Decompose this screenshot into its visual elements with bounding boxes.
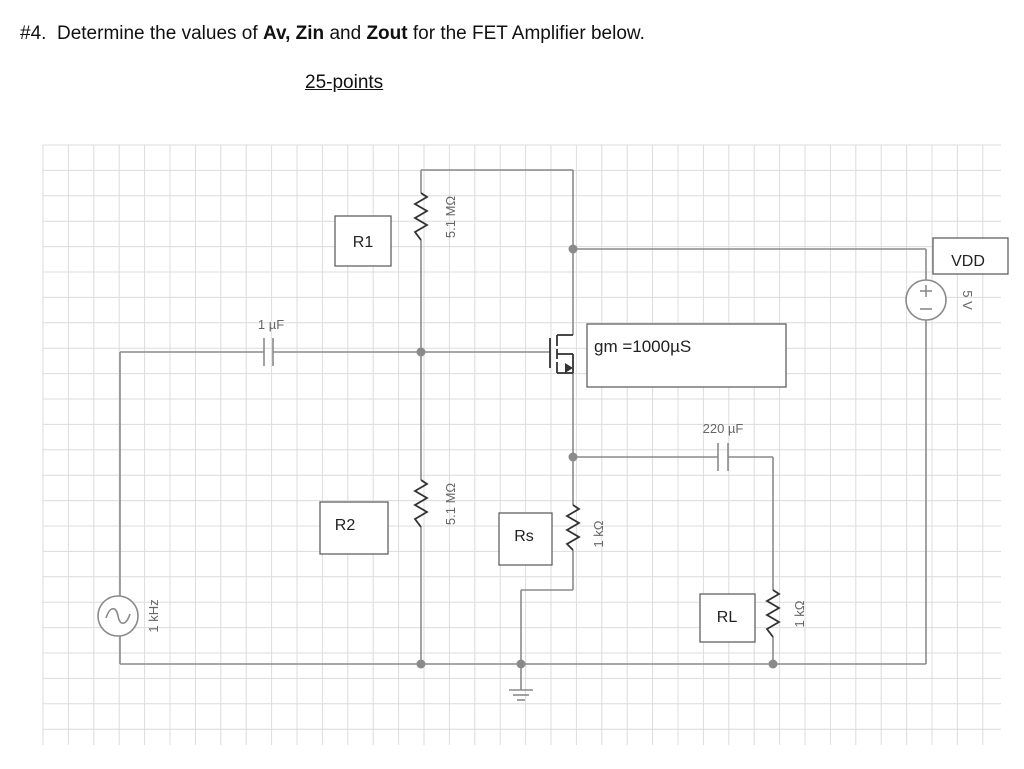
rs-label-box (498, 512, 553, 566)
term-av: Av, (262, 23, 291, 44)
junctions (416, 244, 778, 669)
gm-label: gm =1000µS (594, 337, 691, 356)
r2-resistor-icon (413, 479, 429, 528)
term-zout: Zout (366, 23, 408, 44)
vdd-label: VDD (951, 253, 985, 270)
r1-value: 5.1 MΩ (443, 196, 458, 239)
r2-label: R2 (335, 517, 356, 534)
r2-label-box (319, 501, 389, 555)
question-lead: Determine the values of (56, 23, 258, 44)
junction-gnd-right (768, 659, 778, 669)
input-capacitor-icon (263, 338, 274, 366)
junction-gnd-mid (516, 659, 526, 669)
dc-source-icon (905, 279, 947, 321)
question-number: #4. (20, 23, 47, 44)
rs-label: Rs (514, 528, 534, 545)
schematic-grid (42, 144, 1001, 745)
gm-label-box (586, 323, 787, 388)
question-conj: and (329, 23, 362, 44)
junction-gnd-left (416, 659, 426, 669)
junction-vdd (568, 244, 578, 254)
question-tail: for the FET Amplifier below. (412, 23, 645, 44)
rl-label: RL (717, 609, 738, 626)
input-cap-value: 1 µF (258, 317, 284, 332)
rl-value: 1 kΩ (792, 600, 807, 627)
ac-source-icon (97, 595, 139, 637)
rs-value: 1 kΩ (591, 520, 606, 547)
question-text: #4. Determine the values of Av, Zin and … (20, 23, 645, 45)
junction-gate (416, 347, 426, 357)
points-label: 25-points (305, 72, 384, 93)
source-freq-value: 1 kHz (146, 599, 161, 632)
output-cap-value: 220 µF (703, 421, 744, 436)
r2-value: 5.1 MΩ (443, 483, 458, 526)
rs-resistor-icon (565, 504, 581, 551)
r1-label-box (334, 215, 392, 267)
mosfet-icon (549, 334, 574, 374)
ground-icon (509, 689, 533, 701)
r1-label: R1 (353, 234, 374, 251)
rl-label-box (699, 593, 756, 643)
rl-resistor-icon (765, 589, 781, 638)
r1-resistor-icon (413, 192, 429, 241)
term-zin: Zin (295, 23, 325, 44)
output-capacitor-icon (717, 443, 729, 471)
vdd-value: 5 V (960, 290, 975, 310)
vdd-label-box (932, 237, 1009, 275)
junction-source (568, 452, 578, 462)
